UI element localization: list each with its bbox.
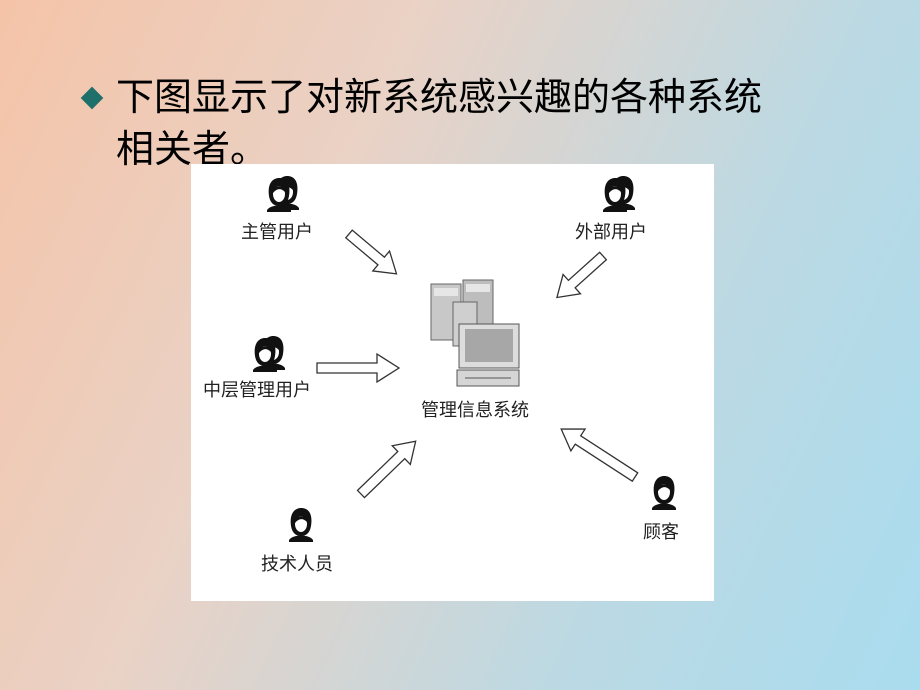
stakeholder-label-external: 外部用户 [575,222,647,243]
arrow-supervisor [344,229,398,275]
arrow-middle [316,352,401,384]
computer-server-icon [430,279,520,387]
arrow-external [556,251,608,299]
stakeholder-label-tech: 技术人员 [261,554,333,575]
user-icon [289,508,313,542]
bullet-line-2: 相关者。 [116,127,269,171]
arrow-tech [356,440,417,499]
stakeholder-label-customer: 顾客 [643,522,679,543]
user-pair-icon [253,336,285,372]
arrows [316,229,639,499]
bullet-line-1: 下图显示了对新系统感兴趣的各种系统 [116,75,763,119]
arrow-customer [560,428,639,483]
user-icon [652,476,676,510]
diamond-bullet-icon [80,86,104,110]
stakeholder-diagram: 主管用户 外部用户 中层管理用户 管理信息系统 技术人员 顾客 [191,164,714,601]
stakeholder-label-middle: 中层管理用户 [203,380,311,401]
user-pair-icon [603,176,635,212]
diagram-graphics [253,176,676,542]
stakeholder-label-supervisor: 主管用户 [241,222,313,243]
center-label: 管理信息系统 [421,400,529,421]
user-pair-icon [267,176,299,212]
